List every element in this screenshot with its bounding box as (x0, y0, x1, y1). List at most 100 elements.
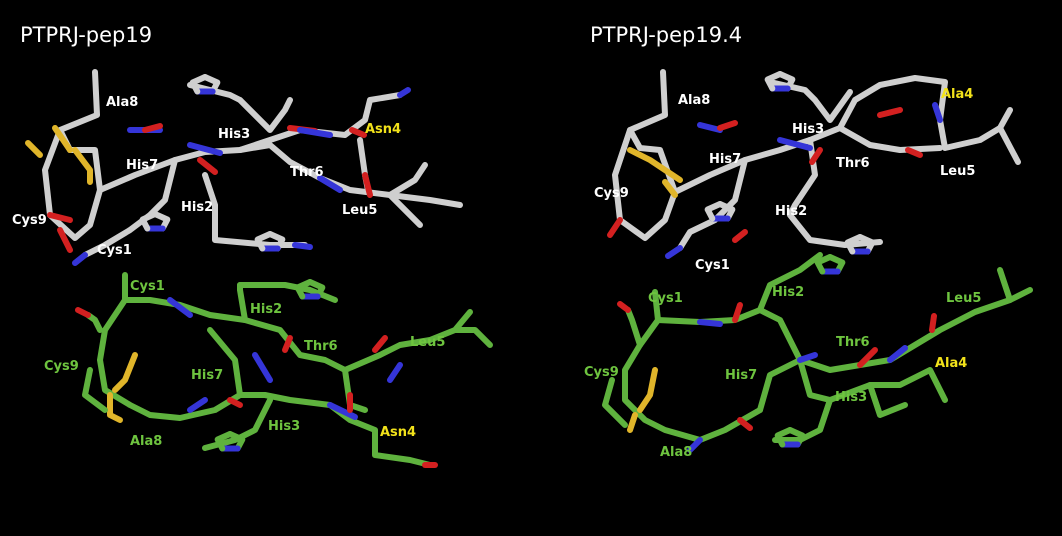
disulfide-stick (112, 352, 138, 393)
amide-nitrogen (387, 362, 403, 383)
panel-title-right: PTPRJ-pep19.4 (590, 23, 742, 47)
imidazole-ring (139, 211, 158, 232)
carbonyl-oxygen (227, 397, 243, 408)
amide-nitrogen (397, 87, 411, 98)
label-ala8: Ala8 (678, 93, 710, 108)
imidazole-ring (202, 74, 221, 95)
label-thr6: Thr6 (836, 335, 870, 350)
disulfide-stick (627, 147, 683, 183)
label-his2: His2 (250, 302, 282, 317)
imidazole-ring (857, 234, 876, 255)
label-his3: His3 (218, 127, 250, 142)
carbonyl-oxygen (197, 157, 218, 175)
amide-nitrogen (187, 142, 223, 156)
carbonyl-oxygen (857, 347, 878, 368)
label-ala8: Ala8 (130, 434, 162, 449)
carbonyl-oxygen (929, 313, 937, 333)
sidechain-stick (82, 367, 108, 413)
white-conformer-labels-left: Ala8 His3 Asn4 His7 Thr6 His2 Leu5 Cys9 … (12, 95, 401, 258)
panel-right: PTPRJ-pep19.4 Ala8 Ala4 His3 His7 Thr6 L… (584, 23, 981, 460)
imidazole-ring (189, 74, 208, 95)
label-asn4: Asn4 (365, 122, 401, 137)
amide-nitrogen (697, 122, 723, 133)
amide-nitrogen (887, 345, 908, 363)
imidazole-ring (827, 254, 846, 275)
imidazole-ring (764, 71, 783, 92)
carbonyl-oxygen (372, 335, 388, 353)
carbonyl-oxygen (75, 307, 91, 318)
amide-nitrogen (665, 245, 683, 259)
label-his2: His2 (181, 200, 213, 215)
imidazole-ring (844, 234, 863, 255)
carbonyl-oxygen (905, 147, 923, 158)
sidechain-stick (452, 327, 493, 348)
amide-nitrogen (687, 437, 703, 453)
disulfide-stick (662, 179, 678, 198)
imidazole-ring (814, 254, 833, 275)
sidechain-stick (997, 267, 1013, 303)
carbonyl-oxygen (737, 417, 753, 431)
imidazole-ring (214, 431, 233, 452)
label-leu5: Leu5 (946, 291, 981, 306)
label-cys9: Cys9 (12, 213, 47, 228)
label-leu5: Leu5 (410, 335, 445, 350)
sidechain-stick (237, 282, 248, 323)
carbonyl-oxygen (617, 301, 631, 313)
amide-nitrogen (252, 352, 273, 383)
white-conformer-labels-right: Ala8 Ala4 His3 His7 Thr6 Leu5 Cys9 His2 … (594, 87, 975, 273)
label-cys9: Cys9 (584, 365, 619, 380)
imidazole-ring (152, 211, 171, 232)
carbonyl-oxygen (47, 212, 73, 223)
sidechain-stick (625, 307, 643, 348)
carbonyl-oxygen (732, 229, 748, 243)
imidazole-ring (774, 427, 793, 448)
carbonyl-oxygen (282, 335, 293, 353)
imidazole-ring (787, 427, 806, 448)
label-leu5: Leu5 (940, 164, 975, 179)
label-ala4: Ala4 (935, 356, 967, 371)
label-his7: His7 (126, 158, 158, 173)
panel-left: PTPRJ-pep19 Ala8 His3 Asn4 His7 Thr6 His… (12, 23, 445, 449)
label-his7: His7 (709, 152, 741, 167)
disulfide-stick (637, 367, 658, 413)
backbone-stick (837, 125, 943, 153)
molecule-sticks-layer (25, 69, 1033, 468)
amide-nitrogen (167, 297, 193, 318)
imidazole-ring (294, 279, 313, 300)
carbonyl-oxygen (349, 127, 367, 138)
label-his2: His2 (772, 285, 804, 300)
sidechain-stick (757, 252, 823, 313)
amide-nitrogen (317, 175, 343, 193)
label-ala4: Ala4 (941, 87, 973, 102)
panel-title-left: PTPRJ-pep19 (20, 23, 152, 47)
label-thr6: Thr6 (304, 339, 338, 354)
sidechain-stick (237, 97, 293, 133)
label-his7: His7 (191, 368, 223, 383)
amide-nitrogen (187, 397, 208, 413)
disulfide-stick (107, 392, 123, 423)
label-his3: His3 (268, 419, 300, 434)
green-conformer-labels-left: Cys1 His2 Thr6 Leu5 Cys9 His7 His3 Asn4 … (44, 279, 445, 449)
imidazole-ring (777, 71, 796, 92)
label-cys1: Cys1 (648, 291, 683, 306)
carbonyl-oxygen (877, 107, 903, 118)
sidechain-stick (867, 382, 908, 418)
label-his2: His2 (775, 204, 807, 219)
sidechain-stick (772, 397, 833, 443)
imidazole-ring (717, 201, 736, 222)
sidechain-stick (997, 125, 1021, 165)
backbone-stick (757, 357, 803, 413)
sidechain-stick (187, 82, 243, 103)
label-his3: His3 (792, 122, 824, 137)
green-conformer-labels-right: Cys1 His2 Leu5 Thr6 Cys9 His7 Ala4 His3 … (584, 285, 981, 460)
imidazole-ring (704, 201, 723, 222)
backbone-stick (97, 272, 243, 421)
imidazole-ring (227, 431, 246, 452)
backbone-stick (622, 289, 763, 443)
backbone-stick (42, 69, 403, 241)
imidazole-ring (267, 231, 286, 252)
label-his3: His3 (835, 390, 867, 405)
sidechain-stick (767, 79, 853, 123)
sidechain-stick (602, 377, 628, 428)
